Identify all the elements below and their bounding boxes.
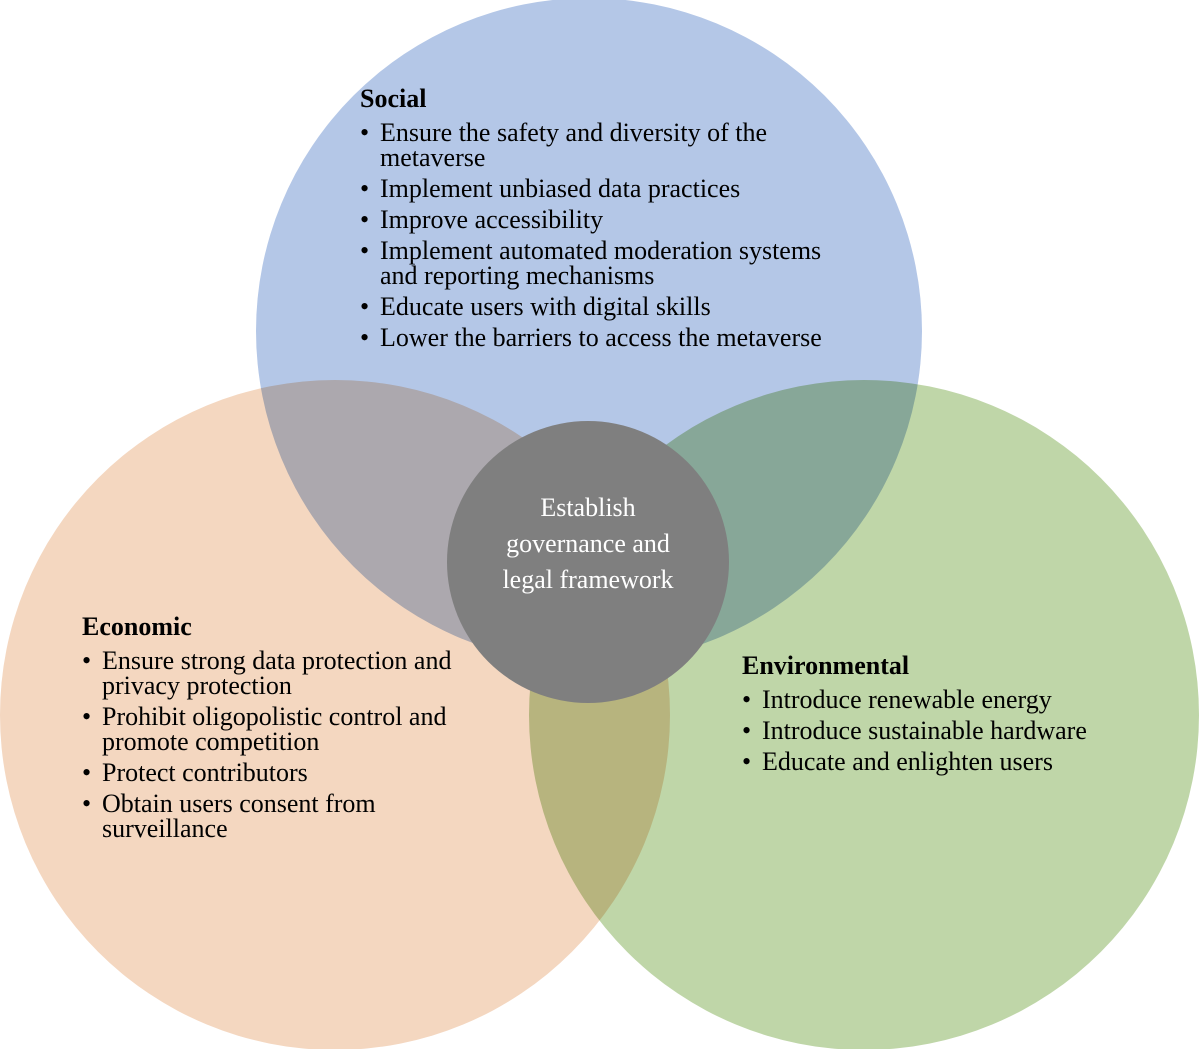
list-item: Introduce sustainable hardware (742, 718, 1162, 744)
list-item: Ensure strong data protection and privac… (82, 648, 472, 699)
economic-section: Economic Ensure strong data protection a… (82, 612, 472, 847)
social-title: Social (360, 84, 427, 113)
center-label: Establish governance and legal framework (502, 493, 674, 594)
list-item: Introduce renewable energy (742, 687, 1162, 713)
list-item: Protect contributors (82, 760, 472, 786)
environmental-list: Introduce renewable energy Introduce sus… (742, 687, 1162, 775)
economic-title: Economic (82, 612, 192, 641)
environmental-section: Environmental Introduce renewable energy… (742, 651, 1162, 780)
list-item: Implement automated moderation systems a… (360, 238, 840, 289)
list-item: Prohibit oligopolistic control and promo… (82, 704, 472, 755)
economic-list: Ensure strong data protection and privac… (82, 648, 472, 842)
list-item: Educate users with digital skills (360, 294, 840, 320)
list-item: Lower the barriers to access the metaver… (360, 325, 840, 351)
list-item: Implement unbiased data practices (360, 176, 840, 202)
list-item: Ensure the safety and diversity of the m… (360, 120, 840, 171)
social-list: Ensure the safety and diversity of the m… (360, 120, 840, 351)
social-section: Social Ensure the safety and diversity o… (360, 84, 840, 356)
center-circle (447, 421, 729, 703)
list-item: Improve accessibility (360, 207, 840, 233)
environmental-title: Environmental (742, 651, 910, 680)
list-item: Educate and enlighten users (742, 749, 1162, 775)
list-item: Obtain users consent from surveillance (82, 791, 472, 842)
